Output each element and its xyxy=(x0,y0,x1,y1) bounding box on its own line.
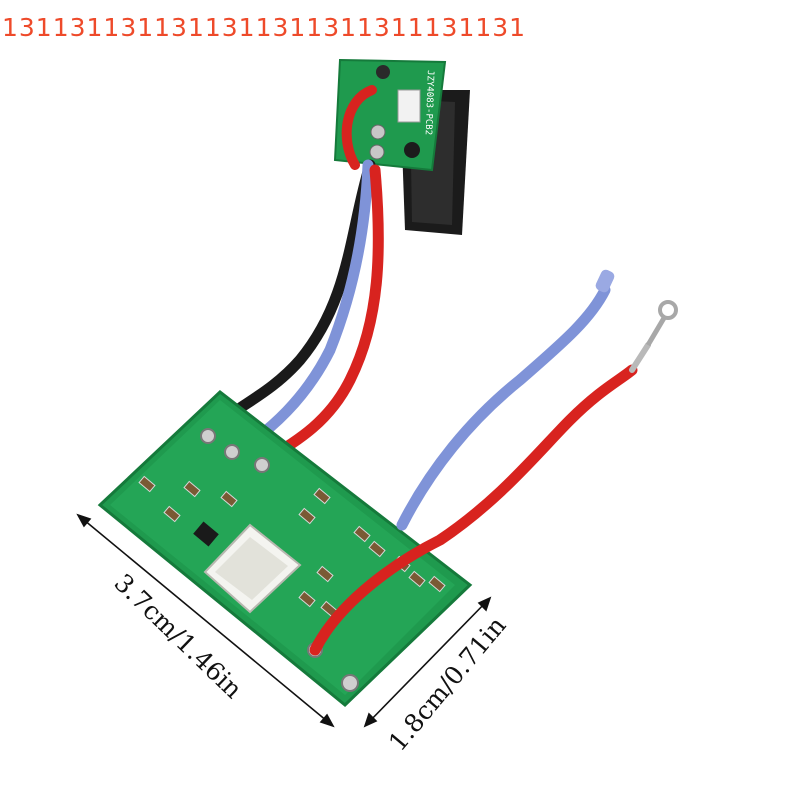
blue-wire-loose xyxy=(396,284,611,531)
ring-terminal xyxy=(658,300,678,320)
dimension-arrows xyxy=(76,513,492,728)
small-board-assembly: JZY4083-PCB2 xyxy=(333,58,470,235)
small-pcb xyxy=(333,58,447,172)
width-arrow xyxy=(364,597,491,727)
smd-components xyxy=(138,475,446,618)
red-wire-upper xyxy=(256,164,384,468)
blue-wire-upper xyxy=(234,159,374,456)
led-component xyxy=(397,89,421,123)
ic-chip xyxy=(193,521,219,547)
main-pcb-assembly xyxy=(97,390,473,708)
small-board-text: JZY4083-PCB2 xyxy=(423,70,435,135)
red-wire-loose xyxy=(309,364,638,656)
watermark-text: 1311311311311311311311311131131 xyxy=(2,13,527,42)
length-arrow xyxy=(77,514,334,727)
